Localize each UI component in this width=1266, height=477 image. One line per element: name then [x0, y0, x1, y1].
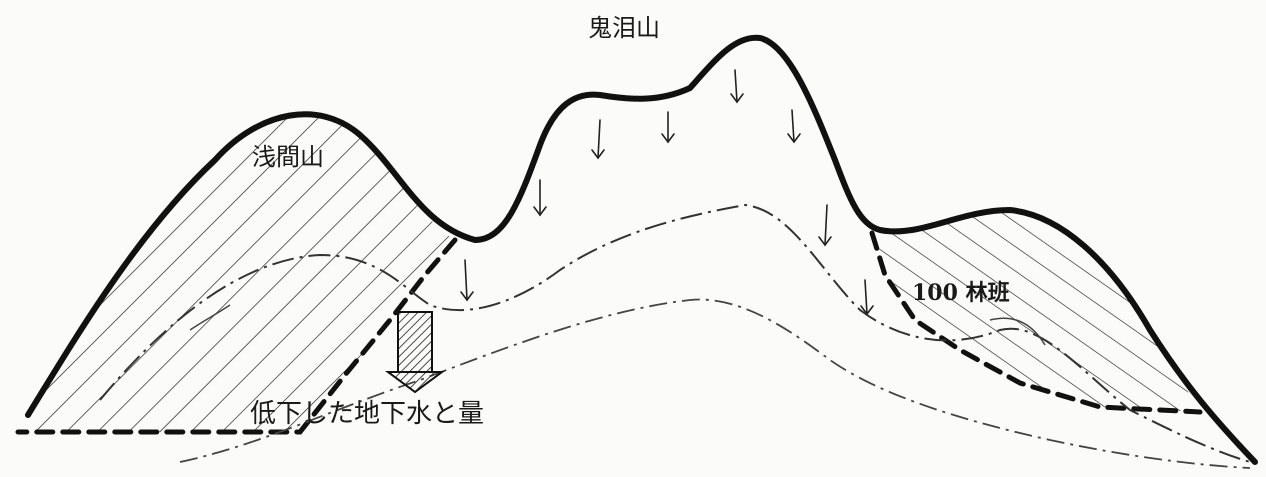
arrow-head [384, 371, 446, 394]
groundwater-line-upper [99, 203, 1251, 463]
label-groundwater-note: 低下した地下水と量 [250, 399, 484, 429]
seepage-arrow [460, 259, 474, 302]
groundwater-line-lower [179, 298, 1251, 469]
groundwater-drop-arrow [384, 311, 446, 394]
seepage-arrow [730, 69, 744, 104]
right-hatched-area [872, 210, 1200, 412]
left-hatched-area [18, 114, 455, 432]
label-peak-left: 浅間山 [252, 143, 324, 171]
ground-surface-line [25, 34, 1258, 465]
arrow-shaft [397, 311, 433, 373]
seepage-arrow [661, 111, 675, 144]
seepage-arrow [818, 204, 832, 247]
right-boundary-dashed [869, 230, 1203, 415]
label-forest-block: 100 林班 [912, 280, 1010, 306]
right-small-arc [989, 317, 1046, 346]
seepage-arrows [460, 69, 874, 316]
left-boundary-dashed [15, 237, 458, 435]
label-peak-main: 鬼泪山 [588, 14, 660, 42]
seepage-arrow [533, 179, 547, 217]
seepage-arrow [860, 279, 874, 316]
left-small-arc [189, 304, 231, 331]
seepage-arrow [787, 109, 801, 144]
seepage-arrow [591, 119, 605, 160]
